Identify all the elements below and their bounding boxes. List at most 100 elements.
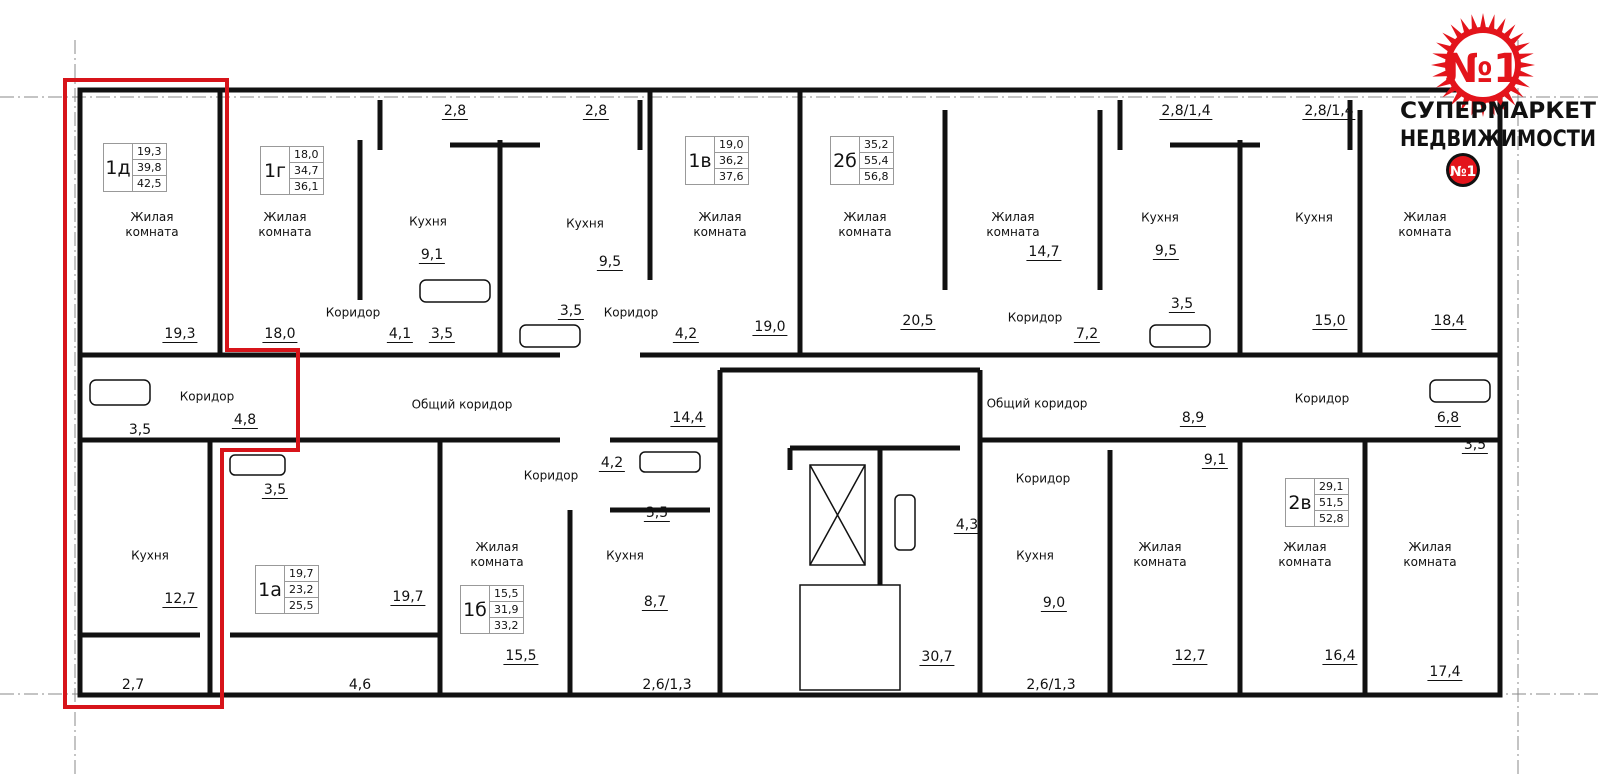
room-area: 8,9 — [1179, 410, 1207, 427]
sun-ray — [1471, 99, 1479, 116]
room-area: 4,2 — [672, 326, 700, 343]
total-area-with-balcony: 36,1 — [294, 180, 319, 193]
living-area: 19,3 — [133, 144, 166, 160]
room-area: 2,7 — [119, 677, 147, 694]
sun-ray — [1432, 53, 1449, 61]
room-area: 2,6/1,3 — [640, 677, 694, 694]
room-area: 3,5 — [126, 422, 154, 439]
room-area: 2,8 — [582, 103, 610, 120]
room-area: 30,7 — [919, 649, 955, 666]
living-area: 19,0 — [715, 137, 748, 153]
room-name-corridor: Коридор — [325, 305, 381, 320]
room-area: 4,2 — [598, 455, 626, 472]
svg-text:НЕДВИЖИМОСТИ: НЕДВИЖИМОСТИ — [1400, 127, 1596, 152]
room-name-kitchen: Кухня — [566, 216, 604, 231]
room-area: 9,5 — [596, 254, 624, 271]
total-area-with-balcony: 33,2 — [494, 619, 519, 632]
room-name-living: Жилая комната — [838, 210, 892, 239]
apartment-code: 1а — [256, 566, 285, 613]
room-name-living: Жилая комната — [1278, 540, 1332, 569]
room-name-corridor: Коридор — [1007, 310, 1063, 325]
room-area: 2,6/1,3 — [1024, 677, 1078, 694]
total-area: 39,8 — [133, 160, 166, 176]
total-area-with-balcony: 37,6 — [719, 170, 744, 183]
svg-text:№1: №1 — [1445, 46, 1521, 92]
room-area: 15,0 — [1312, 313, 1348, 330]
sun-ray — [1517, 53, 1534, 61]
total-area: 51,5 — [1315, 495, 1348, 511]
sun-ray — [1479, 13, 1487, 30]
room-area: 12,7 — [1172, 648, 1208, 665]
room-name-kitchen: Кухня — [606, 548, 644, 563]
total-area: 31,9 — [490, 602, 523, 618]
apartment-code: 1в — [686, 137, 715, 184]
total-area-with-balcony: 25,5 — [289, 599, 314, 612]
room-area: 4,8 — [231, 412, 259, 429]
living-area: 29,1 — [1315, 479, 1348, 495]
total-area: 55,4 — [860, 153, 893, 169]
sun-ray — [1436, 42, 1453, 53]
highlighted-apartment-outline — [63, 78, 300, 709]
room-area: 3,5 — [428, 326, 456, 343]
sun-ray — [1495, 95, 1506, 112]
svg-text:СУПЕРМАРКЕТ: СУПЕРМАРКЕТ — [1400, 99, 1596, 124]
room-area: 6,8 — [1434, 410, 1462, 427]
room-name-living: Жилая комната — [693, 210, 747, 239]
room-area: 12,7 — [162, 591, 198, 608]
apartment-code: 1г — [261, 147, 290, 194]
living-area: 19,7 — [285, 566, 318, 582]
room-area: 9,0 — [1040, 595, 1068, 612]
room-area: 9,1 — [418, 247, 446, 264]
room-area: 20,5 — [900, 313, 936, 330]
svg-text:№1: №1 — [1450, 164, 1477, 180]
total-area: 23,2 — [285, 582, 318, 598]
room-name-living: Жилая комната — [1403, 540, 1457, 569]
room-area: 19,7 — [390, 589, 426, 606]
total-area-with-balcony: 52,8 — [1319, 512, 1344, 525]
room-area: 18,4 — [1431, 313, 1467, 330]
room-name-corridor: Коридор — [1294, 391, 1350, 406]
apartment-code: 2в — [1286, 479, 1315, 526]
sun-ray — [1460, 18, 1471, 35]
room-area: 18,0 — [262, 326, 298, 343]
sun-ray — [1460, 95, 1471, 112]
room-name-corridor: Коридор — [1015, 471, 1071, 486]
room-area: 3,5 — [557, 303, 585, 320]
room-area: 2,8/1,4 — [1302, 103, 1356, 120]
room-area: 3,5 — [261, 482, 289, 499]
sun-ray — [1495, 18, 1506, 35]
room-name-common-corridor: Общий коридор — [986, 396, 1088, 411]
living-area: 15,5 — [490, 586, 523, 602]
room-name-kitchen: Кухня — [1141, 210, 1179, 225]
room-name-living: Жилая комната — [125, 210, 179, 239]
apartment-code: 1д — [104, 144, 133, 191]
room-name-living: Жилая комната — [1133, 540, 1187, 569]
room-name-living: Жилая комната — [1398, 210, 1452, 239]
room-name-kitchen: Кухня — [131, 548, 169, 563]
room-area: 9,5 — [1152, 243, 1180, 260]
room-name-kitchen: Кухня — [409, 214, 447, 229]
supermarket-nedvizhimosti-logo: №1 СУПЕРМАРКЕТ НЕДВИЖИМОСТИ №1 — [1400, 13, 1596, 187]
living-area: 18,0 — [290, 147, 323, 163]
room-area: 3,5 — [643, 505, 671, 522]
room-area: 4,3 — [953, 517, 981, 534]
room-area: 19,3 — [162, 326, 198, 343]
sun-ray — [1513, 77, 1530, 88]
room-area: 7,2 — [1073, 326, 1101, 343]
room-name-living: Жилая комната — [986, 210, 1040, 239]
total-area: 36,2 — [715, 153, 748, 169]
living-area: 35,2 — [860, 137, 893, 153]
sun-ray — [1479, 100, 1487, 117]
total-area-with-balcony: 42,5 — [137, 177, 162, 190]
sun-ray — [1518, 61, 1535, 69]
room-name-corridor: Коридор — [179, 389, 235, 404]
room-name-living: Жилая комната — [258, 210, 312, 239]
